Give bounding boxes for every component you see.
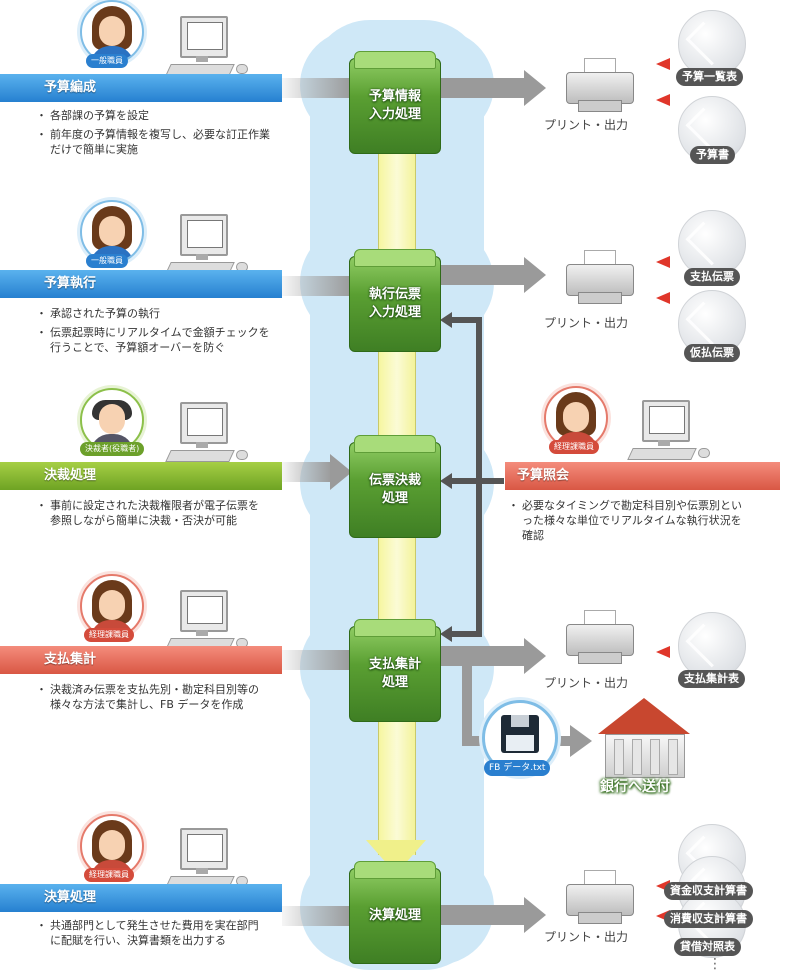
role-badge: 一般職員 (86, 254, 128, 268)
print-arrow (440, 905, 526, 925)
description-item: 共通部門として発生させた費用を実在部門に配賦を行い、決算書類を出力する (36, 918, 262, 948)
section-description: 共通部門として発生させた費用を実在部門に配賦を行い、決算書類を出力する (36, 918, 262, 948)
connector-arrow (282, 78, 352, 98)
computer-icon (165, 16, 248, 82)
feedback-line (452, 631, 482, 637)
print-arrow-head (524, 638, 546, 674)
connector-arrow (282, 462, 332, 482)
computer-icon (165, 402, 248, 468)
feedback-arrow-head (440, 473, 452, 489)
feedback-line (476, 317, 482, 637)
process-node-budget-input: 予算情報 入力処理 (349, 51, 441, 154)
process-node-label: 支払集計 処理 (368, 657, 421, 690)
document-icon (678, 10, 746, 78)
feedback-line (452, 317, 482, 323)
process-node-approval: 伝票決裁 処理 (349, 435, 441, 538)
output-pointer (656, 256, 670, 268)
bank-icon (598, 698, 690, 734)
feedback-arrow-head (440, 626, 452, 642)
print-label: プリント・出力 (544, 930, 629, 944)
description-item: 各部課の予算を設定 (36, 108, 280, 123)
description-item: 前年度の予算情報を複写し、必要な訂正作業だけで簡単に実施 (36, 127, 280, 157)
process-node-label: 伝票決裁 処理 (368, 473, 421, 506)
print-label: プリント・出力 (544, 316, 629, 330)
connector-arrow-head (330, 454, 352, 490)
computer-icon (165, 828, 248, 894)
print-arrow (440, 265, 526, 285)
printer-icon (566, 870, 634, 924)
section-description: 各部課の予算を設定 前年度の予算情報を複写し、必要な訂正作業だけで簡単に実施 (36, 108, 280, 157)
process-node-label: 予算情報 入力処理 (368, 89, 421, 122)
description-item: 事前に設定された決裁権限者が電子伝票を参照しながら簡単に決裁・否決が可能 (36, 498, 266, 528)
print-arrow-head (524, 257, 546, 293)
process-node-label: 執行伝票 入力処理 (368, 287, 421, 320)
output-label: 仮払伝票 (684, 344, 740, 362)
description-item: 決裁済み伝票を支払先別・勘定科目別等の様々な方法で集計し、FB データを作成 (36, 682, 280, 712)
description-item: 必要なタイミングで勘定科目別や伝票別といった様々な単位でリアルタイムな執行状況を… (508, 498, 742, 543)
section-description: 決裁済み伝票を支払先別・勘定科目別等の様々な方法で集計し、FB データを作成 (36, 682, 280, 712)
computer-icon (165, 214, 248, 280)
print-label: プリント・出力 (544, 676, 629, 690)
process-node-payment-aggregation: 支払集計 処理 (349, 619, 441, 722)
fb-file-label: FB データ.txt (484, 760, 551, 776)
fb-branch-arrow-head (570, 725, 592, 757)
section-title-bar: 予算執行 (0, 270, 282, 298)
process-node-closing: 決算処理 (349, 861, 441, 964)
section-description: 事前に設定された決裁権限者が電子伝票を参照しながら簡単に決裁・否決が可能 (36, 498, 266, 528)
computer-icon (165, 590, 248, 656)
fb-branch-arrow (462, 666, 472, 746)
section-title-bar: 予算照会 (505, 462, 780, 490)
output-pointer (656, 94, 670, 106)
output-pointer (656, 58, 670, 70)
approver-avatar (80, 388, 144, 452)
section-title-bar: 予算編成 (0, 74, 282, 102)
role-badge: 経理課職員 (84, 868, 134, 882)
print-arrow (440, 646, 526, 666)
section-title-bar: 決裁処理 (0, 462, 282, 490)
process-node-label: 決算処理 (368, 908, 421, 923)
printer-icon (566, 250, 634, 304)
connector-arrow (282, 650, 352, 670)
print-arrow (440, 78, 526, 98)
output-label: 消費収支計算書 (664, 910, 753, 928)
process-node-execution-input: 執行伝票 入力処理 (349, 249, 441, 352)
output-label: 貸借対照表 (674, 938, 741, 956)
section-title-bar: 支払集計 (0, 646, 282, 674)
description-item: 承認された予算の執行 (36, 306, 280, 321)
output-label: 支払伝票 (684, 268, 740, 286)
printer-icon (566, 58, 634, 112)
section-description: 必要なタイミングで勘定科目別や伝票別といった様々な単位でリアルタイムな執行状況を… (508, 498, 742, 543)
accounting-staff-avatar (80, 814, 144, 878)
more-indicator: ⋮ (708, 956, 722, 972)
output-label: 予算一覧表 (676, 68, 743, 86)
role-badge: 経理課職員 (549, 440, 599, 454)
output-label: 予算書 (690, 146, 735, 164)
section-title-bar: 決算処理 (0, 884, 282, 912)
role-badge: 一般職員 (86, 54, 128, 68)
connector-arrow (282, 906, 352, 926)
print-label: プリント・出力 (544, 118, 629, 132)
output-pointer (656, 292, 670, 304)
output-label: 資金収支計算書 (664, 882, 753, 900)
print-arrow-head (524, 897, 546, 933)
description-item: 伝票起票時にリアルタイムで金額チェックを行うことで、予算額オーバーを防ぐ (36, 325, 280, 355)
computer-icon (627, 400, 710, 466)
connector-arrow (282, 276, 352, 296)
printer-icon (566, 610, 634, 664)
role-badge: 経理課職員 (84, 628, 134, 642)
print-arrow-head (524, 70, 546, 106)
section-description: 承認された予算の執行 伝票起票時にリアルタイムで金額チェックを行うことで、予算額… (36, 306, 280, 355)
output-label: 支払集計表 (678, 670, 745, 688)
feedback-arrow-head (440, 312, 452, 328)
bank-label: 銀行へ送付 (600, 779, 670, 795)
role-badge: 決裁者(役職者) (80, 442, 145, 456)
feedback-line (452, 478, 504, 484)
output-pointer (656, 646, 670, 658)
bank-building (605, 734, 685, 778)
